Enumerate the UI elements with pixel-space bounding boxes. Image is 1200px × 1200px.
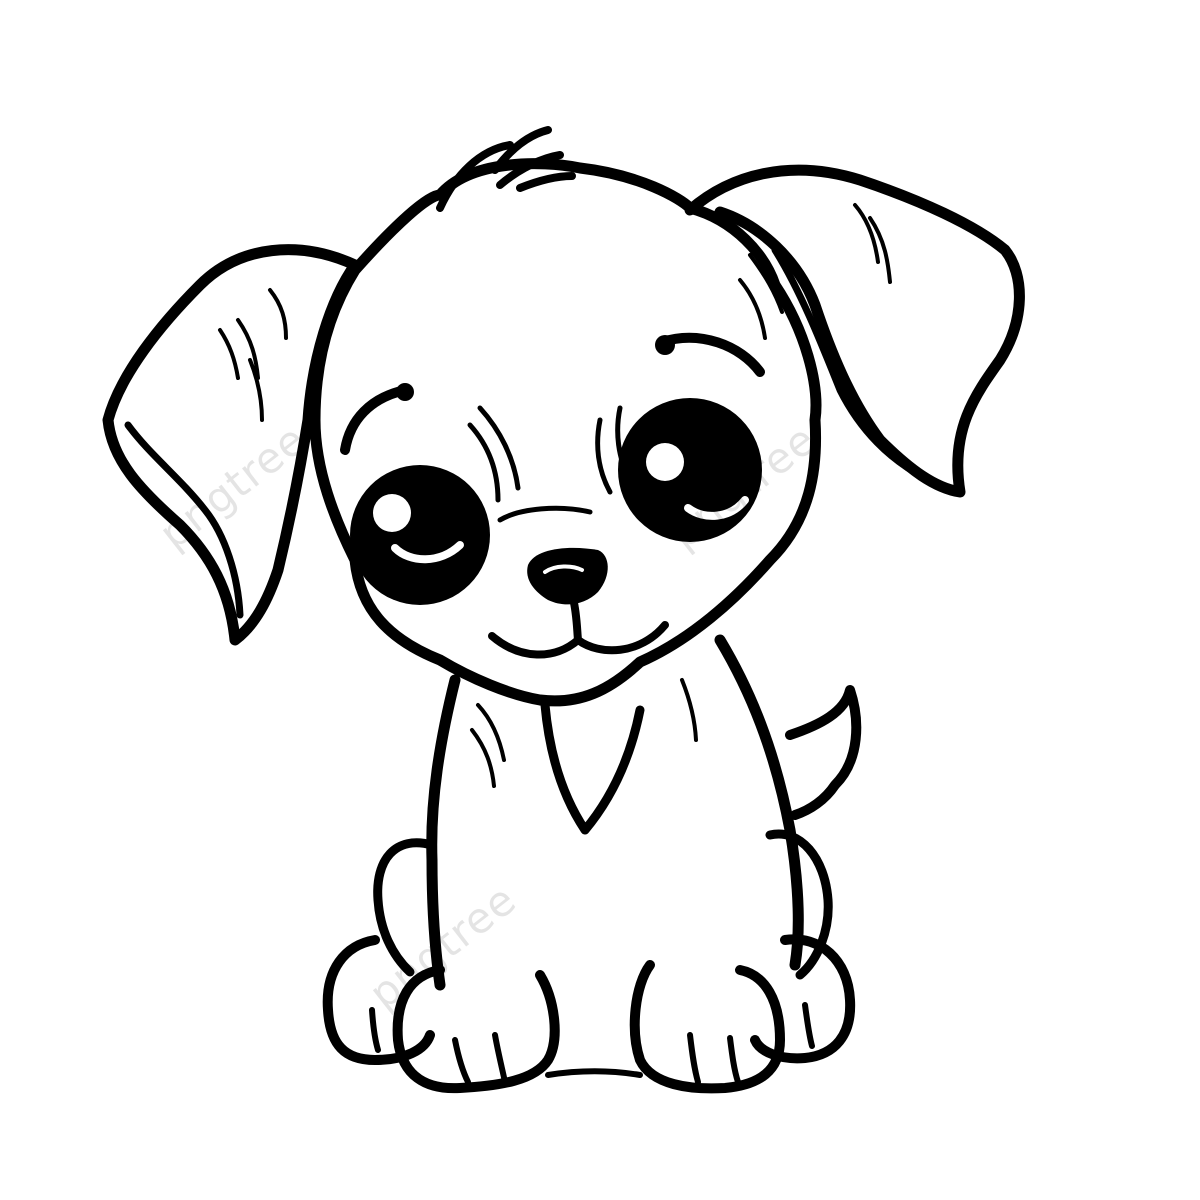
left-front-paw-toes xyxy=(452,1032,508,1085)
left-eyebrow-dot xyxy=(396,383,414,401)
right-ear-inner xyxy=(771,246,929,482)
right-eye-highlight-large xyxy=(646,443,684,481)
mouth xyxy=(488,594,669,659)
puppy-outline xyxy=(102,126,1025,1094)
muzzle-wrinkles xyxy=(467,405,633,523)
head-tuft xyxy=(436,126,576,212)
left-eye-highlight-arc xyxy=(391,541,464,564)
left-ear-fur xyxy=(218,288,288,422)
nose-highlight xyxy=(543,564,584,574)
left-eyebrow xyxy=(340,385,410,455)
head-outline xyxy=(309,158,822,707)
right-front-paw xyxy=(629,960,785,1094)
left-eye-highlight-large xyxy=(373,494,411,532)
right-front-paw-toes xyxy=(687,1032,741,1085)
left-front-paw xyxy=(392,965,560,1094)
right-haunch xyxy=(765,829,833,980)
right-hind-paw-toes xyxy=(802,1002,815,1049)
chest-fur xyxy=(470,678,698,788)
left-haunch xyxy=(373,838,437,977)
right-eyebrow xyxy=(657,332,765,377)
right-ear-fur xyxy=(738,203,892,340)
right-eyebrow-dot xyxy=(655,335,675,355)
left-ear-inner xyxy=(124,421,244,619)
right-ear xyxy=(684,164,1025,498)
body-outline xyxy=(426,634,804,991)
nose xyxy=(527,547,608,605)
left-hind-paw xyxy=(322,935,435,1065)
chest-v xyxy=(540,700,645,835)
ground-line xyxy=(545,1068,643,1078)
right-hind-paw xyxy=(750,934,856,1064)
left-eye xyxy=(350,465,490,605)
right-eye-highlight-arc xyxy=(684,496,749,520)
tail xyxy=(785,685,862,820)
left-hind-paw-toes xyxy=(369,1007,381,1053)
right-eye xyxy=(618,398,762,542)
left-ear xyxy=(102,244,361,646)
